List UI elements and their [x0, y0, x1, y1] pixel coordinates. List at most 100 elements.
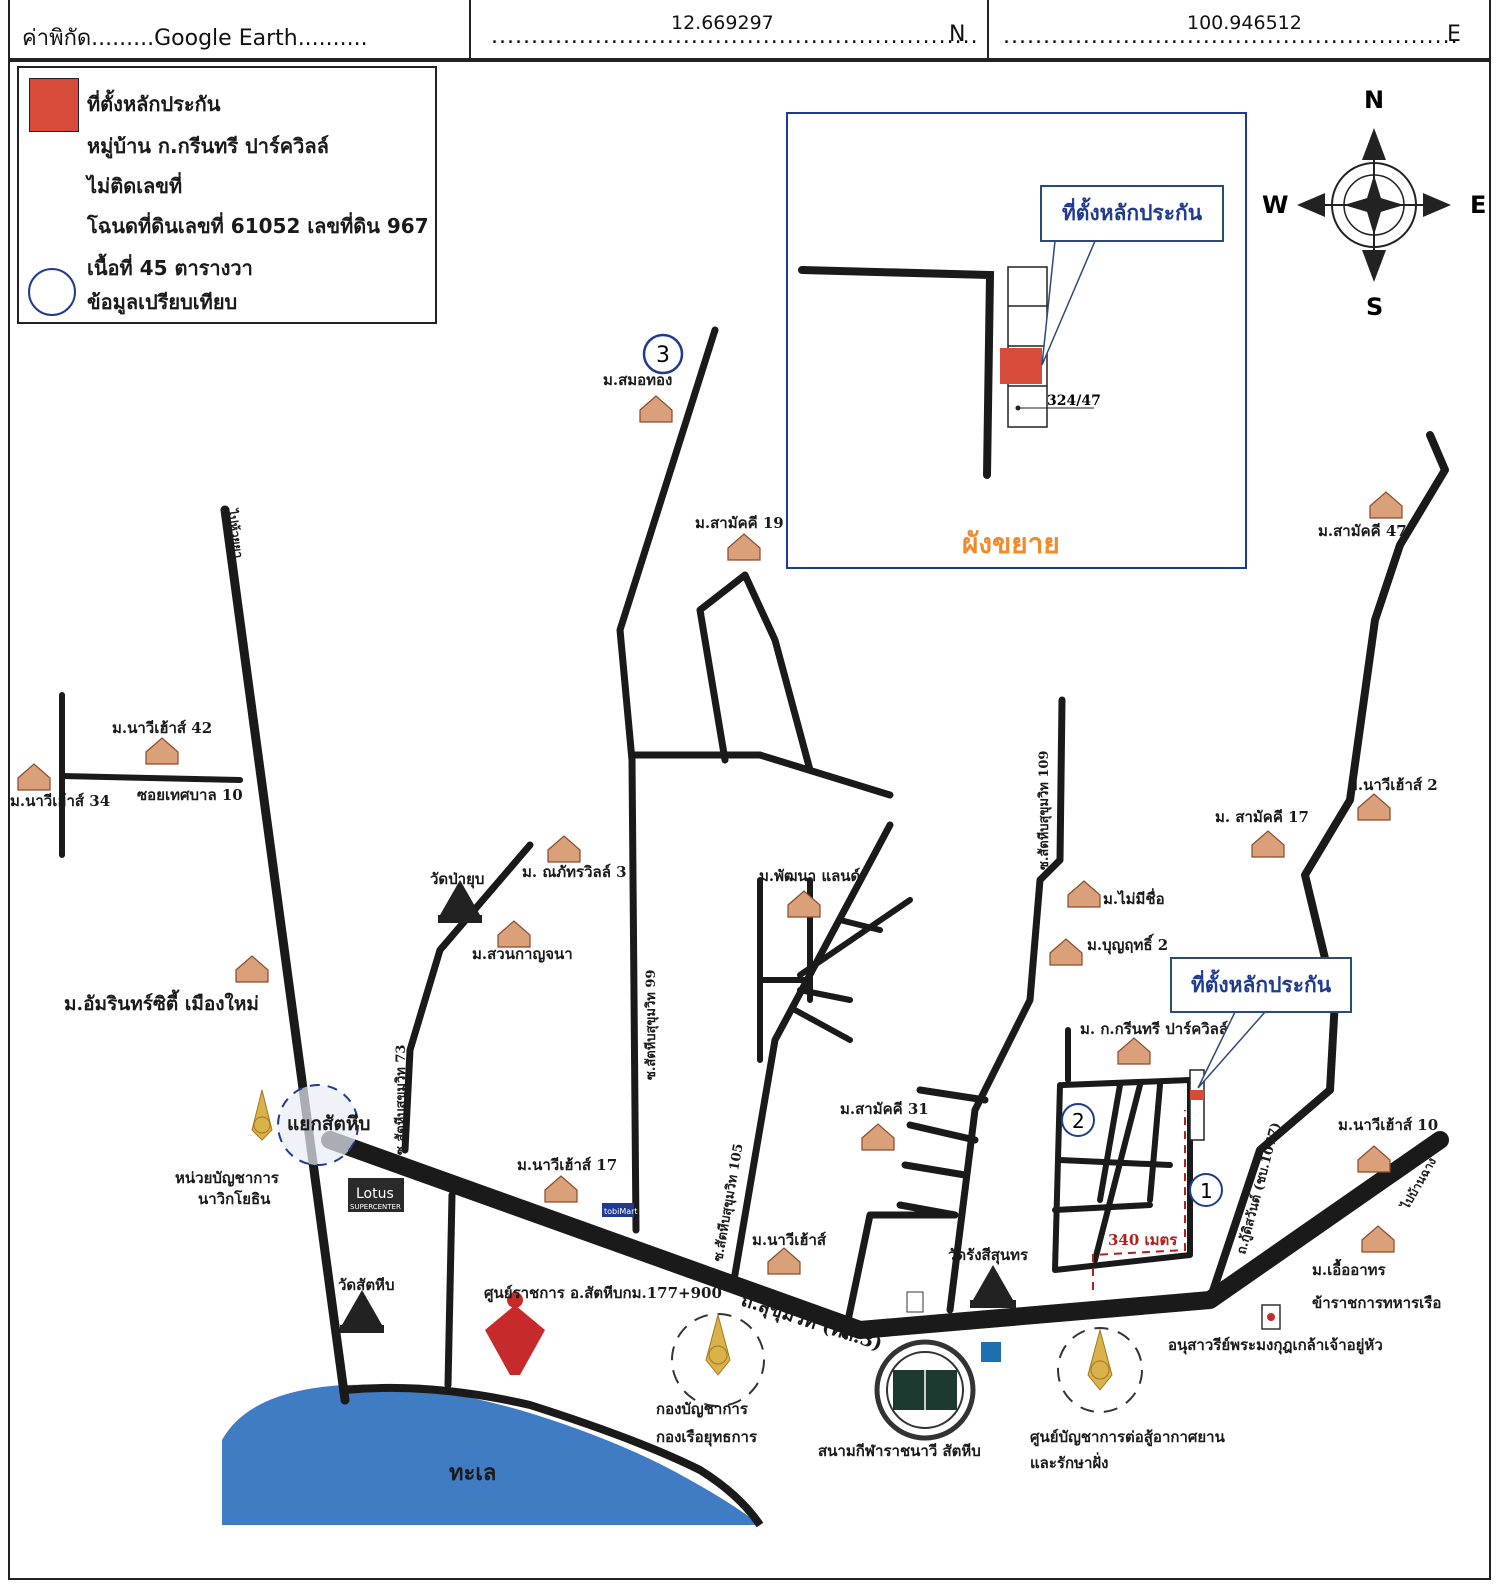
compass-w: W — [1262, 191, 1288, 219]
label-stadium: สนามกีฬาราชนาวี สัตหีบ — [818, 1442, 981, 1460]
label-gov-center: ศูนย์ราชการ อ.สัตหีบกม.177+900 — [484, 1284, 722, 1303]
inset-plot-number: 324/47 — [1047, 393, 1101, 409]
house-icon-som-thong — [639, 395, 673, 423]
house-icon-nawi — [767, 1247, 801, 1275]
fleet-emblem-icon — [705, 1313, 731, 1376]
label-air-defense-2: และรักษาฝั่ง — [1030, 1452, 1108, 1472]
label-suan-kanchana: ม.สวนกาญจนา — [472, 945, 573, 963]
inset-callout: ที่ตั้งหลักประกัน — [1040, 185, 1224, 242]
house-icon-nawi-34 — [17, 763, 51, 791]
mart-label: tobiMart — [604, 1207, 638, 1216]
blue-square-icon — [981, 1342, 1001, 1362]
inset-road — [798, 266, 995, 479]
house-icon-phatthana — [787, 890, 821, 918]
compass-e: E — [1470, 191, 1486, 219]
label-mai-mi-chue: ม.ไม่มีชื่อ — [1103, 888, 1165, 908]
label-fleet-hq-2: กองเรือยุทธการ — [656, 1428, 758, 1447]
legend-box: ที่ตั้งหลักประกัน หมู่บ้าน ก.กรีนทรี ปาร… — [17, 66, 437, 324]
map-frame — [8, 60, 1491, 1580]
lat-suffix: N — [949, 22, 966, 47]
label-nawi-10: ม.นาวีเฮ้าส์ 10 — [1338, 1116, 1438, 1134]
inset-collateral-plot — [1000, 348, 1042, 384]
legend-village: หมู่บ้าน ก.กรีนทรี ปาร์ควิลล์ — [87, 134, 329, 158]
house-icon-nawi-17 — [544, 1175, 578, 1203]
house-icon-green-tree — [1117, 1037, 1151, 1065]
label-navy-staff: ข้าราชการทหารเรือ — [1312, 1294, 1441, 1312]
house-icon-nawi-2 — [1357, 793, 1391, 821]
marker-3-label: 3 — [656, 343, 670, 368]
lotus-logo — [348, 1178, 404, 1212]
inset-plots — [1007, 266, 1048, 428]
label-bunrit: ม.บุญฤทธิ์ 2 — [1087, 933, 1168, 955]
legend-collateral-label: ที่ตั้งหลักประกัน — [87, 92, 221, 116]
road-soi-105 — [730, 821, 894, 1284]
mart-logo — [602, 1203, 634, 1217]
label-samakkhi-47: ม.สามัคคี 47 — [1318, 522, 1407, 540]
label-nawi: ม.นาวีเฮ้าส์ — [752, 1231, 827, 1249]
house-icon-suan-kanchana — [497, 920, 531, 948]
main-callout-pointer — [1197, 1011, 1266, 1089]
road-left-vertical — [220, 505, 350, 1405]
marker-1[interactable]: 1 — [1189, 1173, 1223, 1207]
house-icon-eua-athorn — [1361, 1225, 1395, 1253]
road-1077 — [1206, 431, 1449, 1304]
label-naval-unit-2: นาวิกโยธิน — [198, 1189, 271, 1208]
label-samakkhi-31: ม.สามัคคี 31 — [840, 1100, 929, 1118]
house-icon-samakkhi-17 — [1251, 830, 1285, 858]
road-village-grid — [1052, 1027, 1193, 1273]
road-soi-73 — [401, 841, 534, 1154]
compass-n: N — [1364, 86, 1384, 114]
temple-icon-sattahip — [340, 1290, 384, 1333]
label-wat-rangsi: วัดรังสีสุนทร — [948, 1246, 1029, 1265]
label-soi-99: ซ.สัตหีบสุขุมวิท 99 — [643, 970, 659, 1080]
main-callout: ที่ตั้งหลักประกัน — [1170, 957, 1352, 1013]
header-coord-cell: ค่าพิกัด.........Google Earth.......... — [8, 0, 471, 60]
label-soi-109: ซ.สัตหีบสุขุมวิท 109 — [1036, 751, 1052, 870]
label-samakkhi-19: ม.สามัคคี 19 — [695, 514, 784, 532]
distance-line — [1092, 1110, 1186, 1290]
temple-icon-rangsi — [970, 1265, 1016, 1308]
house-icon-samakkhi-31 — [861, 1123, 895, 1151]
marker-3[interactable]: 3 — [642, 333, 684, 375]
label-tessaban-10: ซอยเทศบาล 10 — [137, 786, 243, 804]
legend-deed: โฉนดที่ดินเลขที่ 61052 เลขที่ดิน 967 — [87, 214, 429, 238]
label-naphat-3: ม. ณภัทรวิลล์ 3 — [522, 863, 627, 881]
air-defense-emblem-icon — [1087, 1328, 1113, 1391]
road-phatthana-2 — [792, 897, 913, 1043]
coord-label: ค่าพิกัด.........Google Earth.......... — [22, 26, 368, 51]
inset-panel: 324/47 ผังขยาย — [786, 112, 1247, 569]
lotus-label: Lotus — [356, 1186, 394, 1202]
latitude-value: 12.669297 — [671, 12, 774, 34]
marker-2[interactable]: 2 — [1061, 1103, 1095, 1137]
house-icon-mai-mi-chue — [1067, 880, 1101, 908]
naval-emblem-icon — [251, 1089, 273, 1141]
coastal-road — [344, 1383, 764, 1528]
legend-no-number: ไม่ติดเลขที่ — [87, 174, 183, 198]
house-icon-bunrit — [1049, 938, 1083, 966]
lotus-sub: SUPERCENTER — [350, 1203, 401, 1211]
label-soi-73: ซ.สัตหีบสุขุมวิท 73 — [393, 1045, 409, 1155]
label-wat-sattahip: วัดสัตหีบ — [338, 1276, 394, 1294]
stadium-icon — [874, 1339, 976, 1441]
sea-area — [222, 1384, 760, 1525]
house-icon-nawi-42 — [145, 737, 179, 765]
house-icon-samakkhi-47 — [1369, 491, 1403, 519]
header-lat-cell: 12.669297 ..............................… — [469, 0, 989, 60]
lat-dots: ........................................… — [491, 24, 979, 49]
road-loop-samakkhi-19 — [696, 571, 814, 774]
sattahip-junction-circle — [277, 1084, 359, 1166]
road-branch-lotus — [444, 1191, 456, 1389]
inset-caption: ผังขยาย — [962, 527, 1060, 560]
convenience-store-icon — [906, 1291, 924, 1313]
collateral-plot-stack — [1189, 1069, 1205, 1141]
marker-2-label: 2 — [1072, 1109, 1085, 1133]
label-nawi-2: ม.นาวีเฮ้าส์ 2 — [1348, 776, 1438, 794]
label-amarin: ม.อัมรินทร์ซิตี้ เมืองใหม่ — [64, 989, 259, 1015]
temple-icon-pa-yup — [438, 880, 482, 923]
label-phatthana: ม.พัฒนา แลนด์ — [759, 867, 860, 885]
road-soi-109 — [946, 696, 1066, 1314]
legend-comparison-circle-icon — [28, 268, 76, 316]
legend-area: เนื้อที่ 45 ตารางวา — [87, 256, 253, 280]
garuda-icon — [485, 1292, 545, 1375]
label-nawi-17: ม.นาวีเฮ้าส์ 17 — [517, 1156, 617, 1174]
